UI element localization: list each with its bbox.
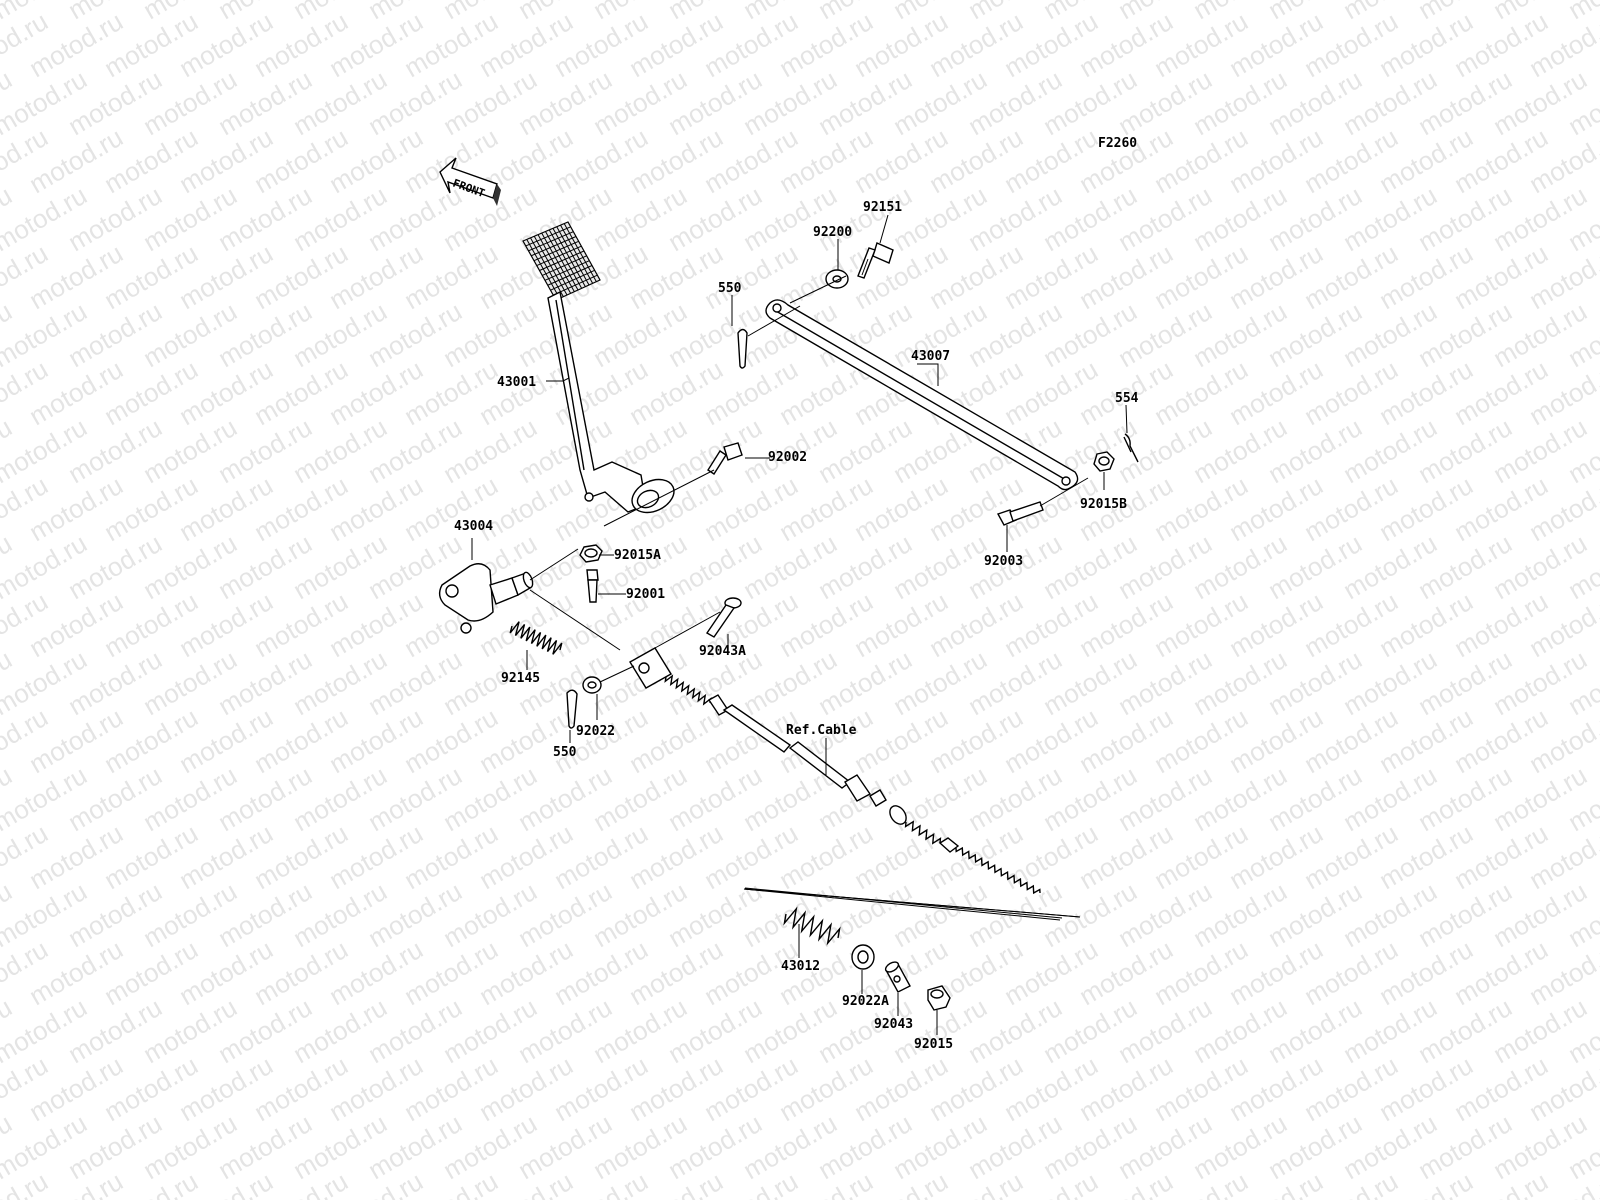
label-ref-cable: Ref.Cable: [786, 723, 857, 738]
spring-92145-icon: [509, 621, 563, 655]
pad-grid-line: [531, 236, 577, 257]
label-92200: 92200: [813, 225, 852, 240]
label-92022: 92022: [576, 724, 615, 739]
leader-lines: [471, 214, 1128, 1035]
label-92003: 92003: [984, 554, 1023, 569]
cotter-pin-550-bottom-icon: [566, 689, 578, 729]
shaft-43004: [438, 563, 534, 634]
bolt-92003-icon: [996, 501, 1044, 526]
washer-92200-icon: [825, 269, 849, 289]
label-550-bottom: 550: [553, 745, 577, 760]
pad-grid-line: [536, 245, 582, 267]
pad-grid-line: [544, 260, 590, 281]
spring-43012-icon: [783, 906, 841, 946]
pad-grid-line: [542, 255, 587, 276]
label-550-top: 550: [718, 281, 742, 296]
pad-grid-line: [547, 265, 593, 286]
bolt-92151-icon: [857, 242, 894, 279]
pad-grid-line: [533, 240, 579, 262]
brake-cable: [629, 647, 1041, 895]
label-92043A: 92043A: [699, 644, 746, 659]
pad-grid-line: [525, 226, 571, 247]
label-92043: 92043: [874, 1017, 913, 1032]
label-43004: 43004: [454, 519, 493, 534]
bolt-92002-icon: [707, 442, 743, 475]
figure-code: F2260: [1098, 136, 1137, 151]
label-43007: 43007: [911, 349, 950, 364]
label-554: 554: [1115, 391, 1139, 406]
label-92015A: 92015A: [614, 548, 661, 563]
pad-grid-line: [550, 269, 595, 291]
nut-92015-icon: [927, 985, 951, 1011]
nut-92015A-icon: [579, 544, 603, 563]
label-92001: 92001: [626, 587, 665, 602]
label-92015: 92015: [914, 1037, 953, 1052]
brake-pedal-43001: [522, 221, 675, 514]
cotter-pin-554-icon: [1123, 433, 1139, 463]
pad-grid-line: [528, 231, 574, 252]
bolt-92001-icon: [586, 569, 599, 603]
label-43012: 43012: [781, 959, 820, 974]
washer-92022-icon: [582, 676, 602, 694]
nut-92015B-icon: [1093, 451, 1115, 472]
pad-grid-line: [539, 250, 585, 271]
label-92145: 92145: [501, 671, 540, 686]
label-92015B: 92015B: [1080, 497, 1127, 512]
cotter-pin-550-top-icon: [737, 328, 748, 369]
clevis-pin-92043A-icon: [705, 597, 742, 638]
label-92151: 92151: [863, 200, 902, 215]
label-43001: 43001: [497, 375, 536, 390]
exploded-view-leaders: [743, 887, 1081, 921]
label-92022A: 92022A: [842, 994, 889, 1009]
label-92002: 92002: [768, 450, 807, 465]
pin-92043-icon: [884, 961, 911, 993]
part-labels: 92151 92200 550 43007 554 43001 92002 92…: [454, 200, 1139, 1052]
washer-92022A-icon: [851, 944, 875, 970]
